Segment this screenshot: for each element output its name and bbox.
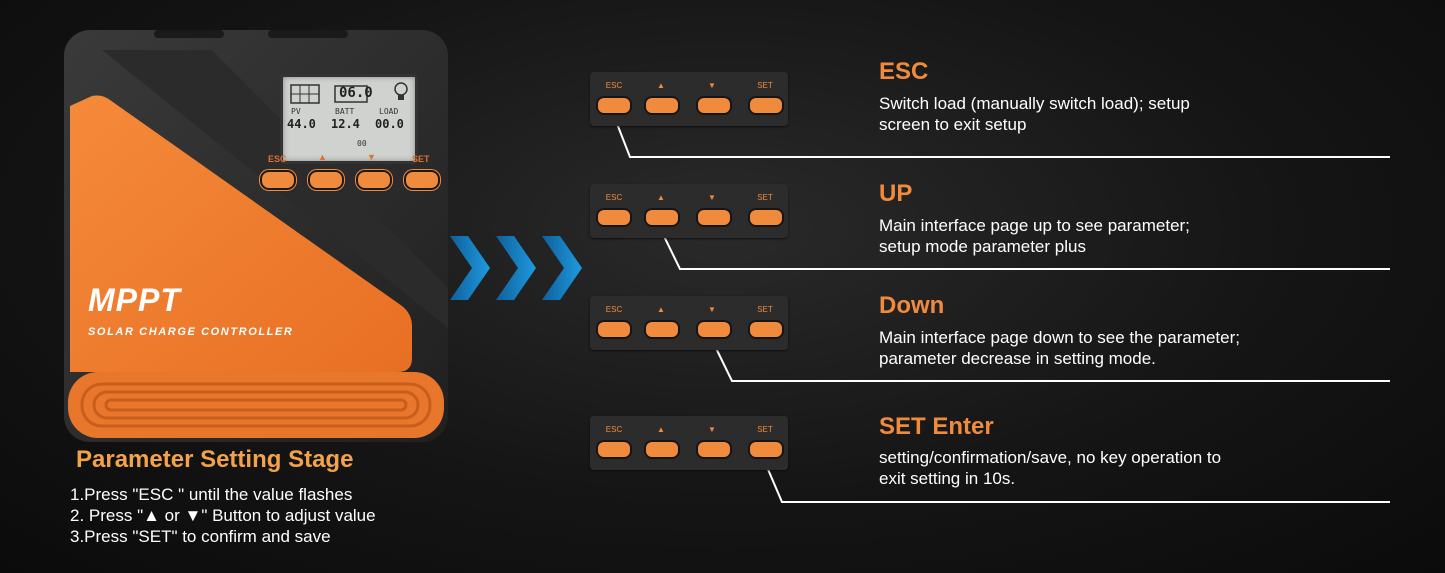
device-set-label: SET: [412, 154, 430, 164]
desc-line: exit setting in 10s.: [879, 469, 1016, 488]
desc-line: parameter decrease in setting mode.: [879, 349, 1156, 368]
function-desc-down: Main interface page down to see the para…: [879, 327, 1379, 369]
lcd-main-value: 06.0: [339, 85, 373, 101]
function-title-down: Down: [879, 292, 945, 319]
panel-set-button[interactable]: [748, 440, 784, 459]
stage-step: 1.Press "ESC " until the value flashes: [70, 485, 353, 504]
panel-up-button[interactable]: [644, 440, 680, 459]
device-esc-button[interactable]: [260, 170, 296, 190]
panel-set-label: SET: [757, 305, 773, 314]
lcd-batt-value: 12.4: [331, 117, 360, 131]
lcd-load-label: LOAD: [379, 107, 399, 116]
panel-up-label: ▲: [657, 193, 665, 202]
lcd-pv-value: 44.0: [287, 117, 316, 131]
panel-down-label: ▼: [708, 193, 716, 202]
button-panel-esc: ESC ▲ ▼ SET: [590, 72, 788, 126]
panel-down-button[interactable]: [696, 440, 732, 459]
lcd-pv-label: PV: [291, 107, 301, 116]
device-up-label: ▲: [318, 152, 327, 162]
function-title-esc: ESC: [879, 58, 929, 85]
panel-esc-button[interactable]: [596, 320, 632, 339]
panel-esc-button[interactable]: [596, 96, 632, 115]
desc-line: Main interface page up to see parameter;: [879, 216, 1190, 235]
panel-esc-label: ESC: [605, 81, 623, 90]
panel-up-button[interactable]: [644, 320, 680, 339]
lcd-small-value: 00: [357, 139, 367, 148]
desc-line: Switch load (manually switch load); setu…: [879, 94, 1190, 113]
panel-up-button[interactable]: [644, 96, 680, 115]
device-brand: MPPT: [88, 282, 181, 318]
device-down-button[interactable]: [356, 170, 392, 190]
device-down-label: ▼: [367, 152, 376, 162]
function-title-up: UP: [879, 180, 913, 207]
function-desc-esc: Switch load (manually switch load); setu…: [879, 93, 1379, 135]
function-title-set: SET Enter: [879, 413, 994, 440]
function-desc-up: Main interface page up to see parameter;…: [879, 215, 1379, 257]
lcd-load-value: 00.0: [375, 117, 404, 131]
stage-step: 3.Press "SET" to confirm and save: [70, 527, 331, 546]
panel-set-button[interactable]: [748, 208, 784, 227]
panel-esc-button[interactable]: [596, 440, 632, 459]
panel-down-button[interactable]: [696, 96, 732, 115]
panel-esc-label: ESC: [605, 305, 623, 314]
panel-up-label: ▲: [657, 305, 665, 314]
lcd-batt-label: BATT: [335, 107, 355, 116]
chevron-right-icon: [450, 236, 582, 300]
panel-set-label: SET: [757, 193, 773, 202]
panel-down-label: ▼: [708, 305, 716, 314]
panel-set-button[interactable]: [748, 320, 784, 339]
bulb-icon: [394, 82, 408, 100]
solar-panel-icon: [290, 84, 320, 104]
panel-down-label: ▼: [708, 425, 716, 434]
panel-up-button[interactable]: [644, 208, 680, 227]
panel-esc-label: ESC: [605, 193, 623, 202]
panel-down-button[interactable]: [696, 320, 732, 339]
desc-line: Main interface page down to see the para…: [879, 328, 1240, 347]
button-panel-down: ESC ▲ ▼ SET: [590, 296, 788, 350]
button-panel-set: ESC ▲ ▼ SET: [590, 416, 788, 470]
panel-set-button[interactable]: [748, 96, 784, 115]
panel-down-label: ▼: [708, 81, 716, 90]
panel-set-label: SET: [757, 425, 773, 434]
desc-line: setup mode parameter plus: [879, 237, 1086, 256]
panel-esc-label: ESC: [605, 425, 623, 434]
desc-line: screen to exit setup: [879, 115, 1027, 134]
lcd-display: 06.0 PV BATT LOAD 44.0 12.4 00.0 00: [280, 74, 418, 164]
function-desc-set: setting/confirmation/save, no key operat…: [879, 447, 1379, 489]
panel-set-label: SET: [757, 81, 773, 90]
panel-esc-button[interactable]: [596, 208, 632, 227]
battery-icon: [334, 85, 368, 103]
charge-controller-device: 06.0 PV BATT LOAD 44.0 12.4 00.0 00 ESC …: [62, 28, 450, 444]
device-set-button[interactable]: [404, 170, 440, 190]
panel-up-label: ▲: [657, 81, 665, 90]
stage-step: 2. Press "▲ or ▼" Button to adjust value: [70, 506, 376, 525]
panel-down-button[interactable]: [696, 208, 732, 227]
device-esc-label: ESC: [268, 154, 287, 164]
panel-up-label: ▲: [657, 425, 665, 434]
device-subtitle: SOLAR CHARGE CONTROLLER: [88, 326, 294, 338]
stage-title: Parameter Setting Stage: [76, 446, 354, 473]
desc-line: setting/confirmation/save, no key operat…: [879, 448, 1222, 467]
device-up-button[interactable]: [308, 170, 344, 190]
button-panel-up: ESC ▲ ▼ SET: [590, 184, 788, 238]
